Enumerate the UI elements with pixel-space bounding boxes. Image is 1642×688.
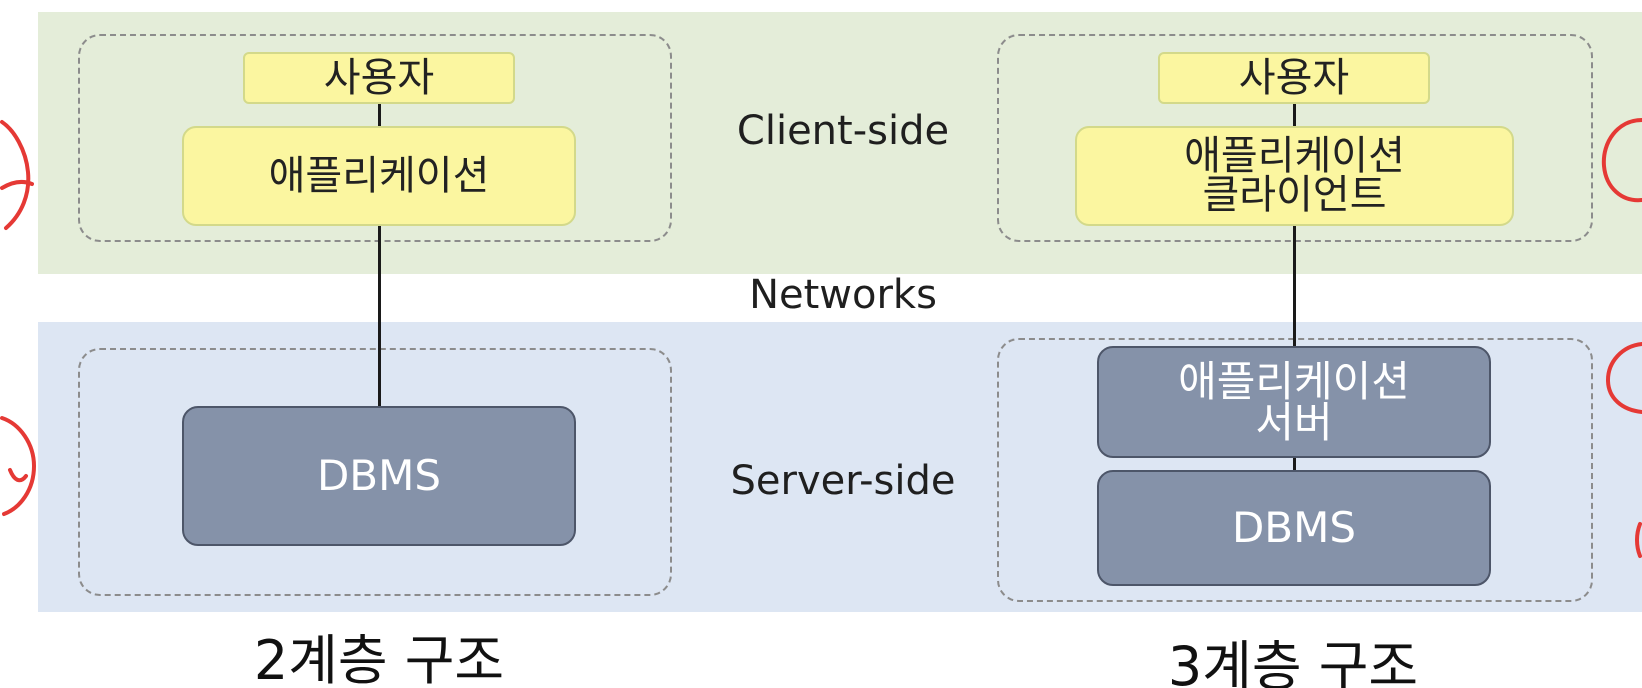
three-tier-application-server-node: 애플리케이션 서버	[1097, 346, 1491, 458]
two-tier-app-dbms-connector	[378, 226, 381, 406]
two-tier-dbms-label: DBMS	[316, 451, 442, 500]
two-tier-application-label: 애플리케이션	[268, 153, 490, 199]
two-tier-server-group	[78, 348, 672, 596]
two-tier-user-app-connector	[378, 104, 381, 126]
two-tier-user-label: 사용자	[323, 55, 435, 101]
networks-label: Networks	[749, 272, 937, 318]
three-tier-application-client-node: 애플리케이션 클라이언트	[1075, 126, 1514, 226]
three-tier-client-server-connector	[1293, 226, 1296, 346]
two-tier-user-node: 사용자	[243, 52, 515, 104]
two-tier-caption: 2계층 구조	[253, 629, 505, 688]
server-side-label: Server-side	[730, 458, 956, 504]
left-lower-pen-mark-icon	[0, 416, 37, 516]
right-upper-pen-mark-icon	[1601, 118, 1642, 203]
three-tier-application-server-label: 애플리케이션 서버	[1178, 356, 1410, 447]
right-lower-pen-mark-icon	[1605, 342, 1642, 414]
two-tier-application-node: 애플리케이션	[182, 126, 576, 226]
three-tier-dbms-node: DBMS	[1097, 470, 1491, 586]
three-tier-user-app-connector	[1293, 104, 1296, 126]
three-tier-user-label: 사용자	[1238, 55, 1350, 101]
three-tier-caption: 3계층 구조	[1167, 635, 1419, 688]
left-upper-pen-mark-icon	[0, 120, 34, 230]
three-tier-user-node: 사용자	[1158, 52, 1430, 104]
two-tier-client-group	[78, 34, 672, 242]
three-tier-dbms-label: DBMS	[1231, 503, 1357, 552]
three-tier-server-dbms-connector	[1293, 458, 1296, 470]
two-tier-dbms-node: DBMS	[182, 406, 576, 546]
right-edge-pen-dot-icon	[1635, 522, 1642, 558]
three-tier-application-client-label: 애플리케이션 클라이언트	[1184, 132, 1405, 218]
client-side-label: Client-side	[736, 108, 950, 154]
